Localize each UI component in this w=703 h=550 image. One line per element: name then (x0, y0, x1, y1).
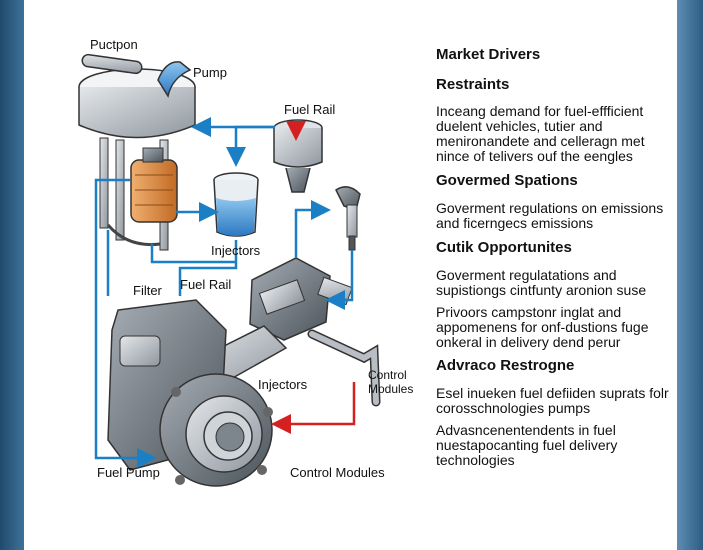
injector-down-line (325, 250, 354, 310)
heading-advraco-restrogne: Advraco Restrogne (436, 357, 575, 374)
injector-nozzle (335, 186, 361, 251)
label-pump: Pump (193, 65, 227, 80)
label-injectors-low: Injectors (258, 377, 308, 392)
heading-opportunities: Cutik Opportunites (436, 239, 572, 256)
filter-canister (130, 147, 178, 223)
rail-to-cup-arrow (226, 125, 275, 167)
heading-restraints: Restraints (436, 76, 510, 93)
govermed-text: Goverment regulations on emissions and f… (436, 200, 664, 231)
restraints-text: Inceang demand for fuel-effficient duele… (436, 103, 645, 164)
rail-to-injector-arrow (294, 200, 331, 258)
opportunities-text-2: Privoors campstonr inglat and appomenens… (436, 304, 649, 350)
filter-left-line (94, 178, 157, 468)
fuel-pump-body (107, 299, 273, 487)
blue-flow-lines (94, 117, 354, 468)
label-injectors-mid: Injectors (211, 243, 261, 258)
pump-right-line (150, 244, 236, 264)
label-fuel-rail-top: Fuel Rail (284, 102, 336, 117)
red-arrow-control-modules (271, 382, 356, 434)
label-puctpon: Puctpon (90, 37, 138, 52)
fuel-rail-assembly (194, 257, 381, 407)
opportunities-text-1: Goverment regulatations and supistiongs … (436, 267, 647, 298)
fuel-cup (213, 172, 259, 237)
label-control-modules-right: Control Modules (368, 368, 414, 396)
fuel-rail-fitting (273, 119, 323, 193)
label-fuel-pump: Fuel Pump (97, 465, 160, 480)
market-text-column: Market Drivers Restraints Inceang demand… (436, 46, 671, 468)
heading-market-drivers: Market Drivers (436, 46, 541, 63)
label-control-modules-bottom: Control Modules (290, 465, 385, 480)
right-border (677, 0, 703, 550)
heading-govermed-spations: Govermed Spations (436, 172, 578, 189)
cup-down-line (178, 240, 238, 296)
advraco-text-1: Esel inueken fuel defiiden suprats folr … (436, 385, 669, 416)
label-fuel-rail-mid: Fuel Rail (180, 277, 232, 292)
left-border (0, 0, 24, 550)
red-flow-lines (271, 121, 356, 434)
label-filter: Filter (133, 283, 162, 298)
advraco-text-2: Advasncenentendents in fuel nuestapocant… (436, 422, 618, 468)
